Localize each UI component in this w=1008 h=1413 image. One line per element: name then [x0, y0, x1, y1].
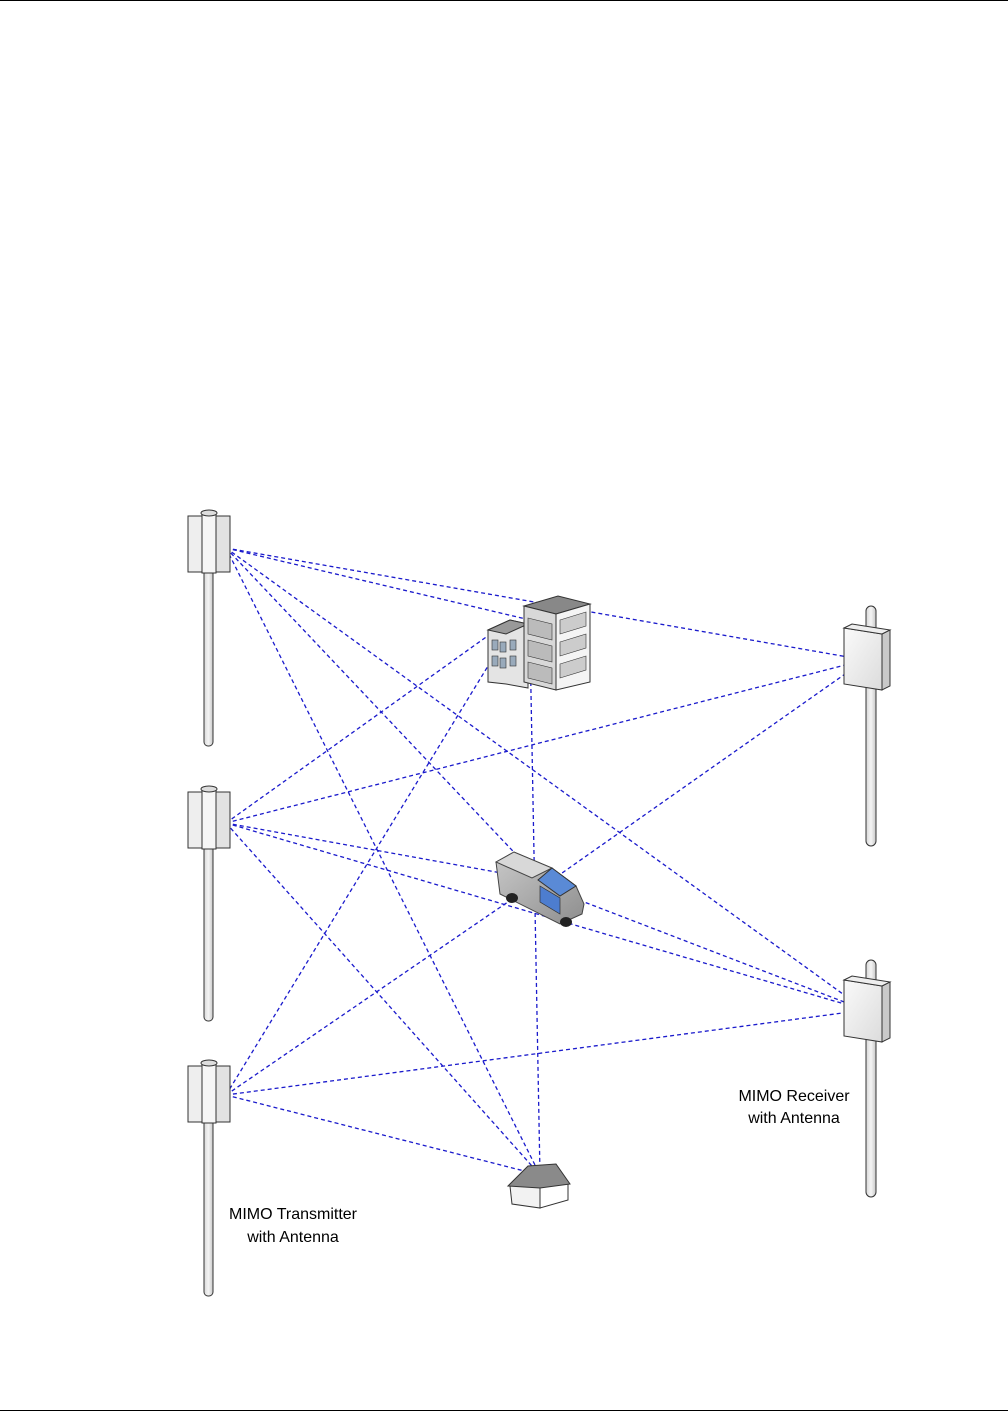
receiver-top	[844, 606, 890, 846]
house	[508, 1164, 570, 1208]
signal-path	[226, 630, 510, 1095]
receiver-label: MIMO Receiver with Antenna	[738, 1088, 850, 1127]
transmitter-label: MIMO Transmitter with Antenna	[229, 1206, 358, 1246]
signal-path	[226, 823, 540, 880]
signal-path	[226, 1095, 540, 1175]
signal-path	[226, 1010, 865, 1095]
transmitter-bottom	[188, 1060, 230, 1296]
transmitter-label-line2: with Antenna	[246, 1229, 339, 1246]
receiver-bottom	[844, 960, 890, 1197]
delivery-van	[496, 852, 584, 927]
office-building	[488, 596, 590, 690]
receiver-label-line1: MIMO Receiver	[738, 1088, 850, 1105]
signal-path	[226, 548, 545, 885]
receiver-label-line2: with Antenna	[747, 1110, 840, 1127]
signal-path	[540, 885, 865, 1010]
transmitter-top	[188, 510, 230, 746]
signal-path	[226, 880, 540, 1095]
transmitter-middle	[188, 786, 230, 1021]
signal-path	[226, 548, 530, 620]
transmitter-label-line1: MIMO Transmitter	[229, 1206, 358, 1223]
signal-path	[545, 660, 865, 885]
signal-path	[226, 823, 540, 1175]
